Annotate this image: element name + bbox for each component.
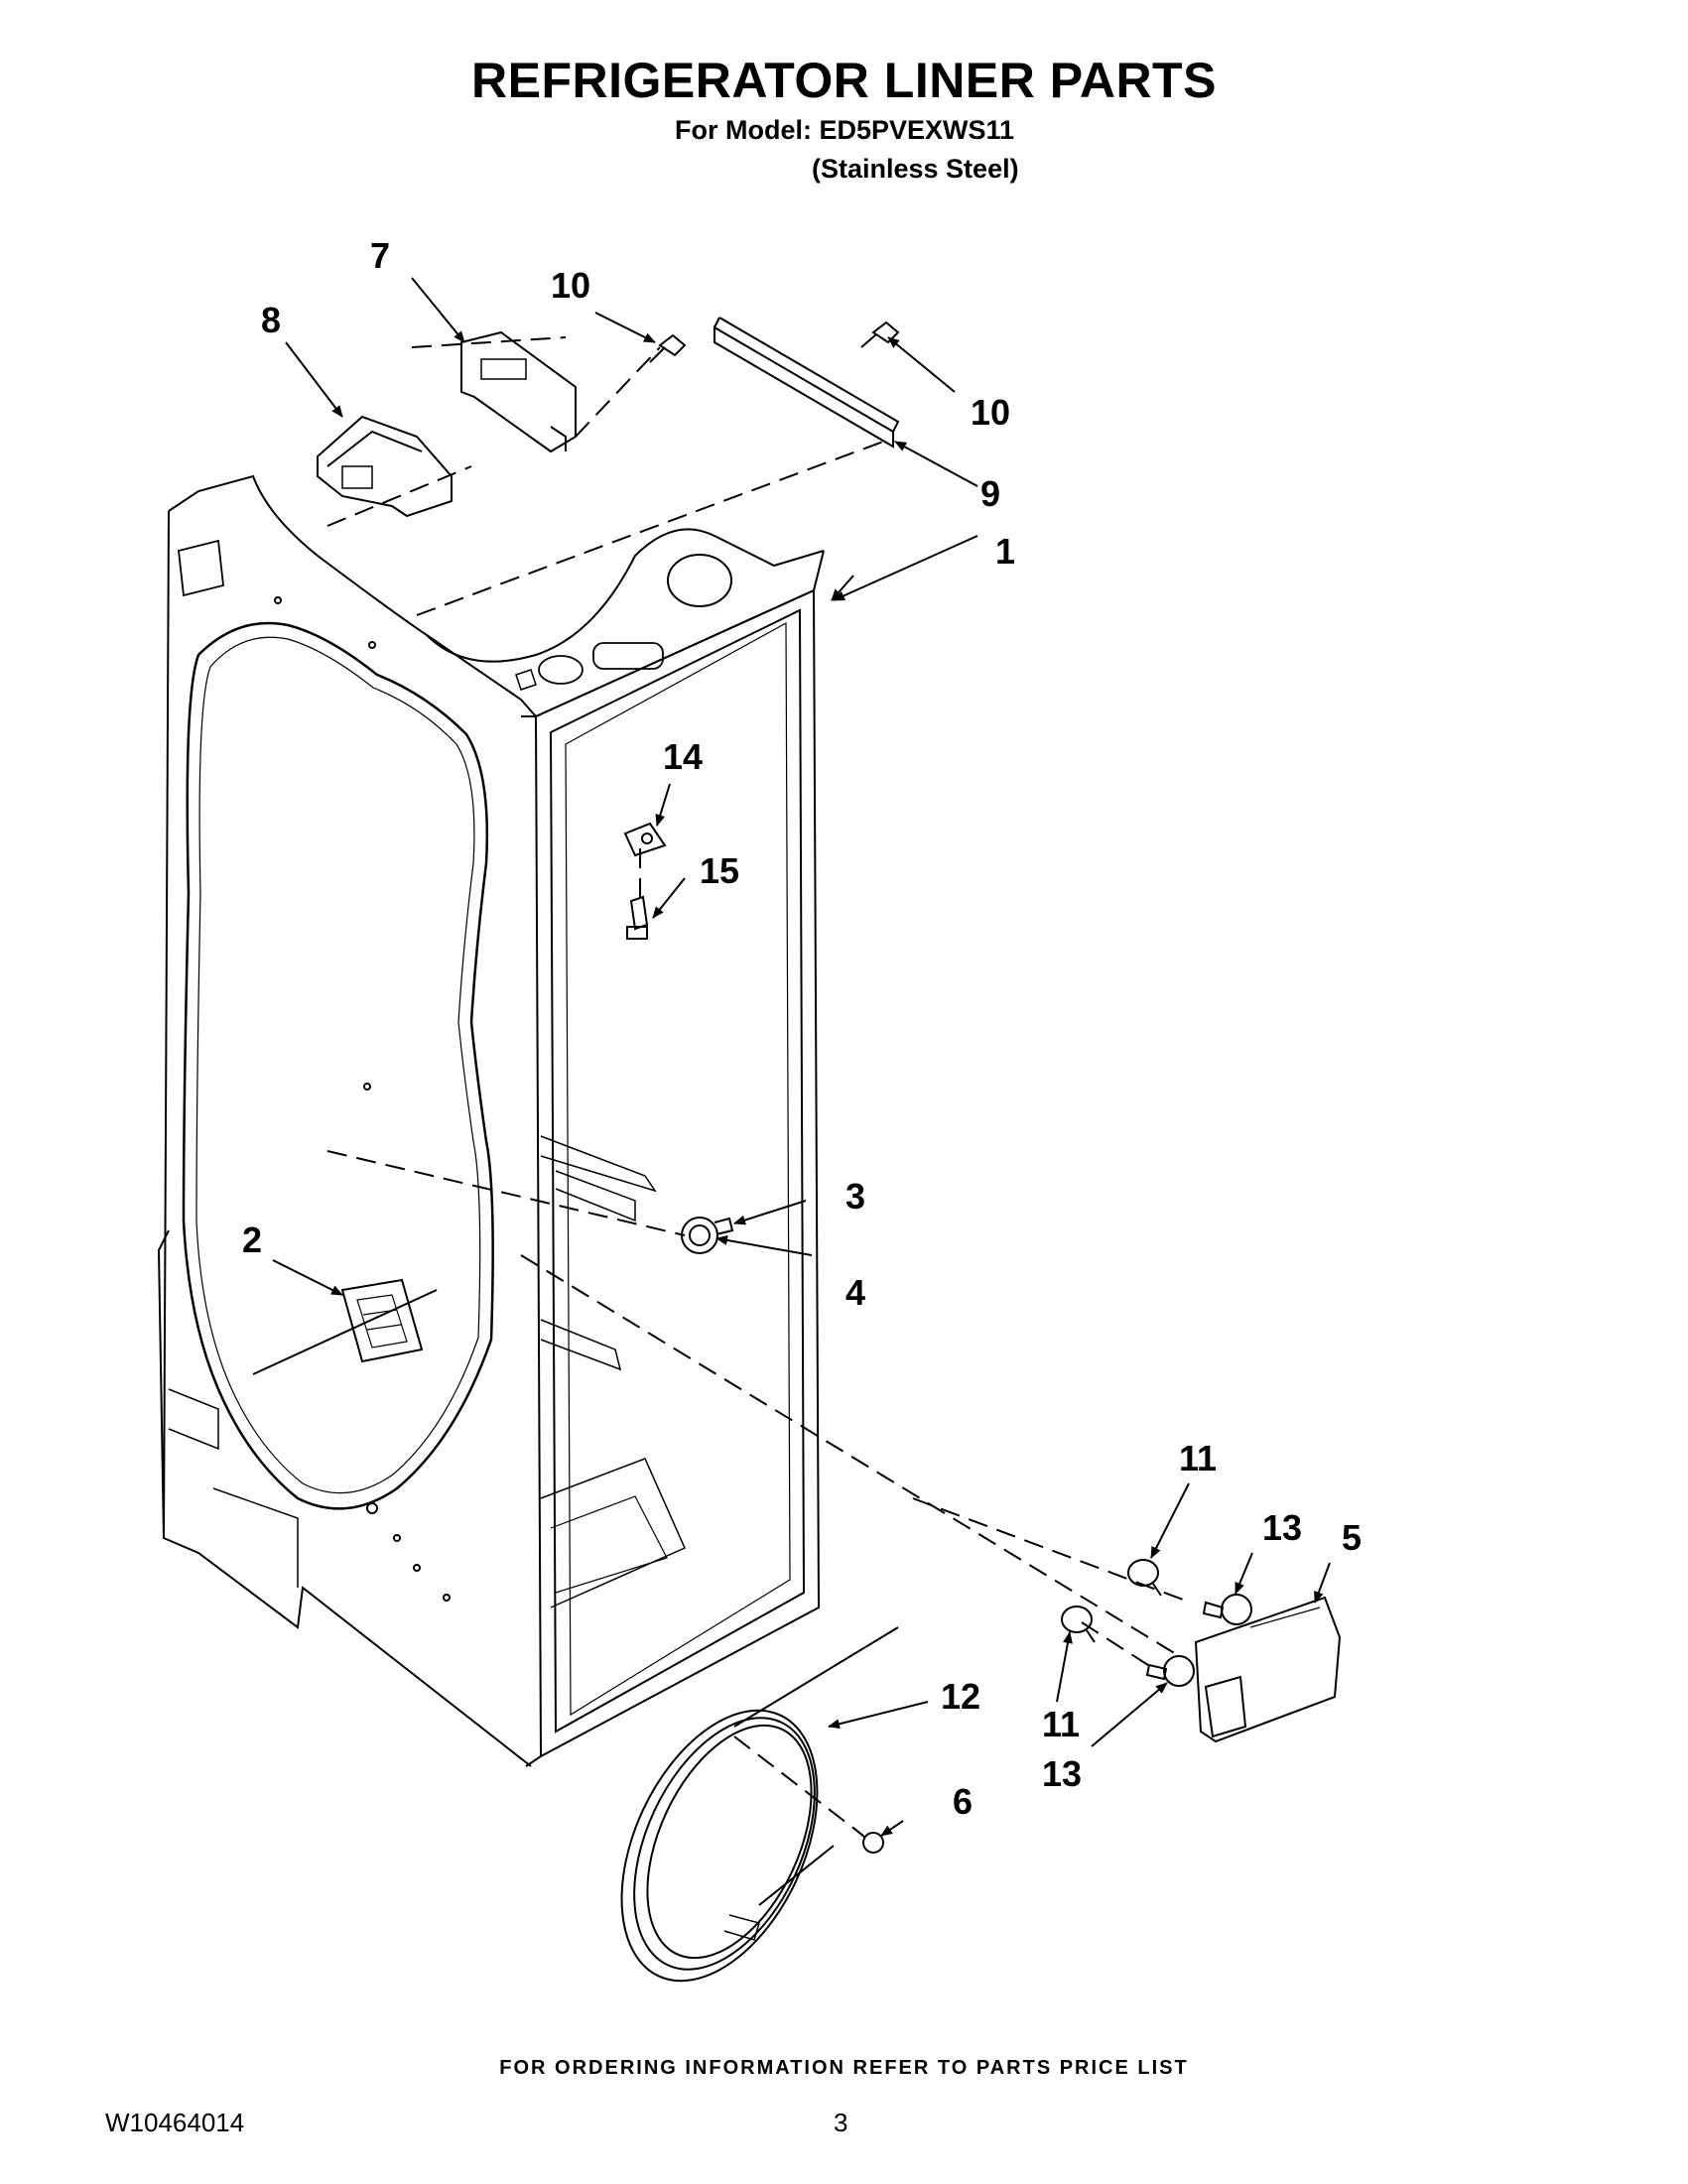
model-variant: (Stainless Steel) (812, 154, 1019, 184)
part-7-bracket (460, 330, 577, 453)
part-5-housing (1194, 1596, 1342, 1743)
callout-7: 7 (370, 235, 390, 276)
ordering-note: FOR ORDERING INFORMATION REFER TO PARTS … (499, 2057, 1189, 2079)
part-8-housing (317, 415, 453, 518)
callout-14: 14 (663, 736, 703, 777)
callout-8: 8 (261, 300, 281, 340)
callout-13-top: 13 (1262, 1507, 1302, 1548)
callout-11-bottom: 11 (1042, 1704, 1080, 1744)
callout-13-bottom: 13 (1042, 1753, 1082, 1794)
callout-arrows (272, 277, 1331, 1837)
callout-12: 12 (941, 1676, 980, 1717)
page-number: 3 (834, 2108, 848, 2137)
callout-9: 9 (980, 473, 1000, 514)
part-3-4-fastener (681, 1217, 734, 1254)
document-number: W10464014 (105, 2108, 245, 2137)
callout-6: 6 (953, 1781, 973, 1822)
solid-leader-lines (252, 1289, 438, 1375)
model-number: For Model: ED5PVEXWS11 (675, 115, 1015, 145)
part-14-clip-and-15-screw (623, 822, 667, 940)
part-10-screws (649, 321, 900, 363)
callout-15: 15 (700, 850, 739, 891)
callout-11-top: 11 (1179, 1438, 1217, 1478)
part-12-tubing-coil (620, 1626, 899, 1983)
callout-3: 3 (845, 1176, 865, 1217)
part-2-vent-cover (340, 1278, 424, 1363)
page-title: REFRIGERATOR LINER PARTS (471, 53, 1217, 108)
part-9-rail (714, 317, 900, 449)
callout-10-right: 10 (971, 392, 1010, 433)
callout-1: 1 (995, 531, 1015, 572)
callout-2: 2 (242, 1220, 262, 1260)
refrigerator-liner (157, 474, 825, 1767)
callout-5: 5 (1342, 1517, 1362, 1558)
part-11-13-clips-plugs (1061, 1559, 1252, 1687)
callout-10-top: 10 (551, 265, 590, 306)
callout-4: 4 (845, 1272, 865, 1313)
assembly-dash-lines (326, 336, 1192, 1837)
